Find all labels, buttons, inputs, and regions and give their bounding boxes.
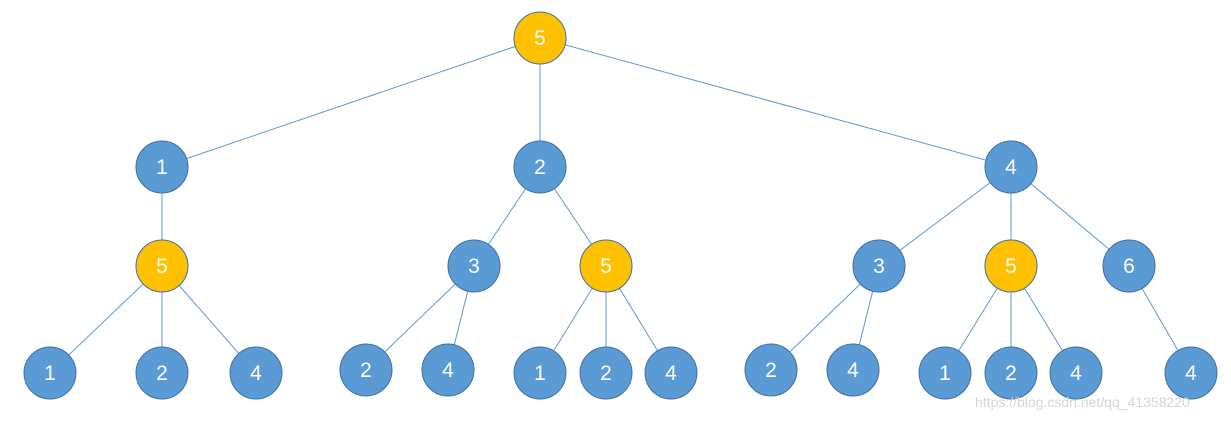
node-circle (644, 346, 698, 400)
tree-node: 1 (513, 346, 567, 400)
tree-node: 4 (984, 140, 1038, 194)
edge-n0-n3 (539, 37, 1012, 168)
node-label: 4 (1070, 362, 1082, 385)
node-label: 2 (1005, 362, 1017, 385)
node-circle (23, 346, 77, 400)
tree-node: 4 (229, 346, 283, 400)
node-label: 1 (156, 156, 168, 179)
node-circle (984, 346, 1038, 400)
tree-node: 4 (1049, 346, 1103, 400)
node-circle (513, 140, 567, 194)
node-label: 2 (534, 156, 546, 179)
node-label: 4 (847, 359, 859, 382)
node-label: 2 (156, 362, 168, 385)
node-label: 1 (534, 362, 546, 385)
node-circle (135, 346, 189, 400)
tree-node: 5 (135, 239, 189, 293)
highlighted-node-circle (579, 239, 633, 293)
node-circle (421, 343, 475, 397)
tree-node: 1 (23, 346, 77, 400)
node-label: 3 (873, 255, 885, 278)
node-label: 2 (360, 359, 372, 382)
node-circle (984, 140, 1038, 194)
tree-node: 5 (579, 239, 633, 293)
tree-node: 2 (579, 346, 633, 400)
node-circle (852, 239, 906, 293)
tree-node: 4 (644, 346, 698, 400)
node-circle (744, 343, 798, 397)
tree-node: 2 (513, 140, 567, 194)
tree-node: 5 (984, 239, 1038, 293)
node-label: 4 (250, 362, 262, 385)
node-circle (826, 343, 880, 397)
tree-node: 2 (339, 343, 393, 397)
node-label: 4 (1185, 362, 1197, 385)
tree-node: 2 (135, 346, 189, 400)
highlighted-node-circle (984, 239, 1038, 293)
node-label: 1 (939, 362, 951, 385)
node-circle (339, 343, 393, 397)
edge-n3-n7 (878, 166, 1012, 267)
node-label: 2 (765, 359, 777, 382)
node-circle (1164, 346, 1218, 400)
tree-node: 1 (918, 346, 972, 400)
node-circle (447, 239, 501, 293)
node-label: 4 (665, 362, 677, 385)
edge-n0-n1 (161, 37, 541, 168)
tree-node: 2 (984, 346, 1038, 400)
tree-node: 3 (447, 239, 501, 293)
node-circle (513, 346, 567, 400)
node-label: 4 (442, 359, 454, 382)
highlighted-node-circle (135, 239, 189, 293)
tree-node: 4 (1164, 346, 1218, 400)
node-label: 6 (1123, 255, 1135, 278)
node-circle (579, 346, 633, 400)
node-circle (229, 346, 283, 400)
tree-node: 2 (744, 343, 798, 397)
tree-node: 5 (513, 11, 567, 65)
node-circle (1102, 239, 1156, 293)
tree-node: 6 (1102, 239, 1156, 293)
node-label: 2 (600, 362, 612, 385)
watermark-text: https://blog.csdn.net/qq_41358220 (975, 394, 1190, 410)
node-label: 5 (1005, 255, 1017, 278)
edges-layer (49, 37, 1192, 374)
node-circle (1049, 346, 1103, 400)
tree-node: 4 (826, 343, 880, 397)
node-label: 5 (534, 27, 546, 50)
highlighted-node-circle (513, 11, 567, 65)
node-label: 5 (156, 255, 168, 278)
tree-node: 4 (421, 343, 475, 397)
node-label: 1 (44, 362, 56, 385)
node-label: 4 (1005, 156, 1017, 179)
tree-node: 3 (852, 239, 906, 293)
node-circle (918, 346, 972, 400)
nodes-layer: 5 1 2 4 5 3 5 3 5 6 1 2 4 2 4 1 2 4 2 4 1 2 4 4 (23, 11, 1218, 400)
node-circle (135, 140, 189, 194)
node-label: 5 (600, 255, 612, 278)
node-label: 3 (468, 255, 480, 278)
tree-node: 1 (135, 140, 189, 194)
